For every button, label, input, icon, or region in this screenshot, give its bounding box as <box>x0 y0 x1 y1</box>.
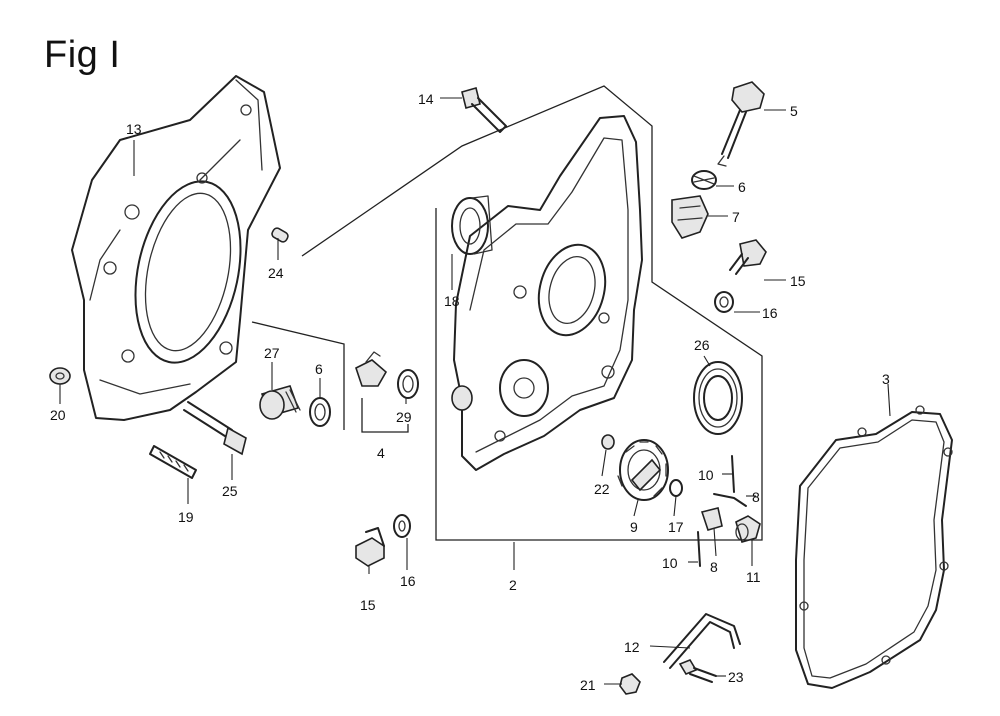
leader-lines <box>59 97 891 685</box>
washer-16-lower <box>393 514 411 538</box>
pin-24 <box>271 227 289 243</box>
oil-seal-18 <box>451 195 493 255</box>
bolt-23 <box>678 659 717 683</box>
callout-15-lower: 15 <box>360 597 376 613</box>
rod-12 <box>663 613 741 669</box>
callout-11: 11 <box>746 569 761 585</box>
nut-20 <box>49 367 71 385</box>
group-frames <box>251 85 763 541</box>
dipstick-5 <box>717 81 765 167</box>
nut-21 <box>619 673 641 695</box>
callout-labels: 13 24 20 19 25 27 6 29 4 15 16 14 18 2 5… <box>50 91 890 693</box>
callout-14: 14 <box>418 91 434 107</box>
callout-6-right: 6 <box>738 179 746 195</box>
callout-15-right: 15 <box>790 273 806 289</box>
callout-8-lower: 8 <box>710 559 718 575</box>
callout-21: 21 <box>580 677 596 693</box>
bolt-14 <box>461 87 507 133</box>
drain-plug-4 <box>355 351 388 387</box>
governor-arm-assy <box>697 455 761 567</box>
callout-10-lower: 10 <box>662 555 678 571</box>
callout-19: 19 <box>178 509 194 525</box>
washer-17 <box>669 479 683 497</box>
callout-13: 13 <box>126 121 142 137</box>
callout-4: 4 <box>377 445 385 461</box>
callout-17: 17 <box>668 519 684 535</box>
o-ring-6-right <box>691 170 717 190</box>
callout-27: 27 <box>264 345 280 361</box>
callout-6-left: 6 <box>315 361 323 377</box>
callout-5: 5 <box>790 103 798 119</box>
callout-29: 29 <box>396 409 412 425</box>
callout-16-lower: 16 <box>400 573 416 589</box>
callout-26: 26 <box>694 337 710 353</box>
washer-22 <box>601 434 615 450</box>
stud-bolt-19 <box>149 445 197 479</box>
figure-title: Fig I <box>44 34 121 76</box>
filler-neck-7 <box>671 195 709 239</box>
callout-12: 12 <box>624 639 640 655</box>
gasket-3 <box>795 405 953 689</box>
bearing-26 <box>693 361 743 435</box>
flange-bolt-25 <box>183 401 247 456</box>
callout-2: 2 <box>509 577 517 593</box>
governor-gear-9 <box>617 439 669 501</box>
crankcase-housing <box>71 75 281 421</box>
bolt-15-right <box>729 239 767 275</box>
callout-3: 3 <box>882 371 890 387</box>
callout-8-upper: 8 <box>752 489 760 505</box>
callout-18: 18 <box>444 293 460 309</box>
plug-27 <box>259 385 301 420</box>
callout-9: 9 <box>630 519 638 535</box>
callout-24: 24 <box>268 265 284 281</box>
callout-23: 23 <box>728 669 744 685</box>
callout-22: 22 <box>594 481 610 497</box>
callout-16-right: 16 <box>762 305 778 321</box>
bolt-15-lower <box>355 527 385 567</box>
washer-16-right <box>714 291 734 313</box>
callout-10-upper: 10 <box>698 467 714 483</box>
callout-20: 20 <box>50 407 66 423</box>
o-ring-29 <box>397 369 419 399</box>
crankcase-cover <box>451 115 643 471</box>
callout-7: 7 <box>732 209 740 225</box>
washer-6-left <box>309 397 331 427</box>
callout-25: 25 <box>222 483 238 499</box>
